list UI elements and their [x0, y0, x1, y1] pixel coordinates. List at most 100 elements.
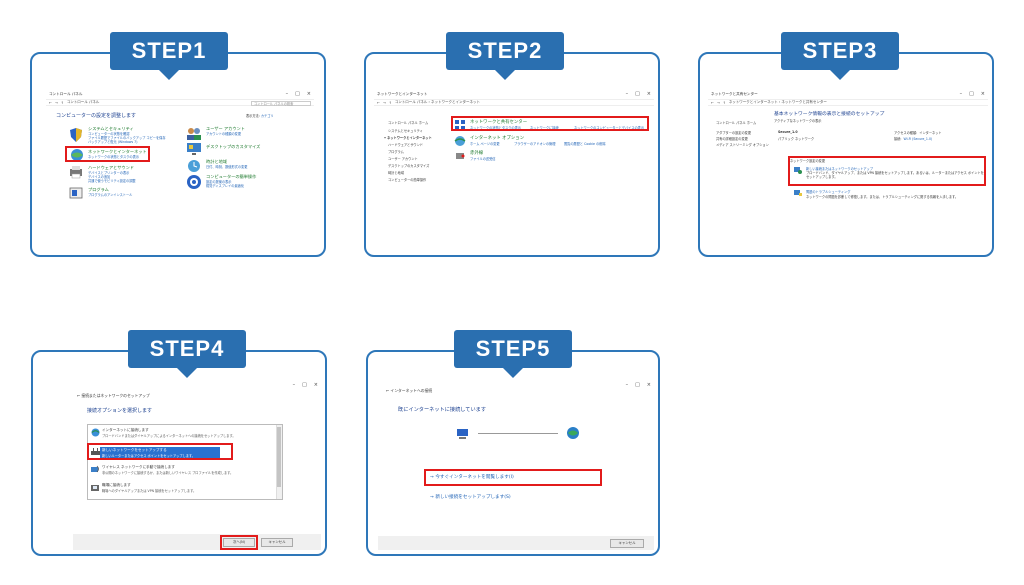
maximize-icon[interactable]: □ [295, 91, 300, 97]
category-desktop[interactable]: デスクトップのカスタマイズ [206, 144, 261, 149]
item-link[interactable]: ネットワークに接続 [530, 126, 559, 130]
window-controls[interactable]: –□ × [293, 381, 318, 389]
back-arrow-icon[interactable]: ← [711, 100, 714, 105]
address-text: コントロール パネル [66, 100, 100, 104]
minimize-icon[interactable]: – [285, 91, 289, 97]
sidebar-item[interactable]: コントロール パネル ホーム [388, 121, 429, 125]
maximize-icon[interactable]: □ [969, 91, 974, 97]
forward-arrow-icon[interactable]: → [54, 100, 58, 105]
back-arrow-icon[interactable]: ← [49, 100, 52, 105]
category-link[interactable]: デバイスの追加 [88, 175, 111, 179]
cancel-button[interactable]: キャンセル [610, 539, 644, 548]
sidebar-item[interactable]: デスクトップのカスタマイズ [388, 164, 430, 168]
address-bar[interactable]: ←→↑ コントロール パネル › ネットワークとインターネット [374, 99, 654, 106]
new-connection-link[interactable]: → 新しい接続をセットアップします(S) [430, 495, 511, 500]
category-link[interactable]: デバイスとプリンターの表示 [88, 171, 130, 175]
back-arrow-icon[interactable]: ← [77, 393, 81, 398]
internet-globe-icon [567, 427, 579, 439]
sidebar-item[interactable]: ハードウェアとサウンド [388, 143, 423, 147]
maximize-icon[interactable]: □ [635, 91, 640, 97]
step2-card: ネットワークとインターネット –□× ←→↑ コントロール パネル › ネットワ… [364, 52, 660, 257]
sidebar-item[interactable]: ユーザー アカウント [388, 157, 418, 161]
option-wireless-manual[interactable]: ワイヤレス ネットワークに手動で接続します [102, 465, 175, 469]
option-new-network-selected[interactable] [100, 447, 220, 458]
category-programs[interactable]: プログラム [88, 187, 109, 192]
category-link[interactable]: 日付、時刻、数値形式の変更 [206, 165, 248, 169]
browse-internet-link[interactable]: → 今すぐインターネットを閲覧します(I) [430, 475, 514, 480]
wizard-title-row: ← インターネットへの接続 [386, 388, 432, 394]
sidebar-item[interactable]: システムとセキュリティ [388, 129, 423, 133]
cancel-button[interactable]: キャンセル [261, 538, 293, 547]
category-clock[interactable]: 時計と地域 [206, 159, 227, 164]
maximize-icon[interactable]: □ [635, 382, 640, 388]
item-link[interactable]: ネットワークの状態とタスクの表示 [470, 126, 521, 130]
category-link[interactable]: コンピューターの状態を確認 [88, 132, 130, 136]
item-link[interactable]: ホーム ページの変更 [470, 142, 500, 146]
scrollbar-thumb[interactable] [277, 427, 281, 487]
minimize-icon[interactable]: – [959, 91, 963, 97]
sidebar-item[interactable]: コントロール パネル ホーム [716, 121, 757, 125]
category-network[interactable]: ネットワークとインターネット [88, 149, 147, 154]
category-link[interactable]: 共通で使うモビリティ設定の調整 [88, 179, 136, 183]
minimize-icon[interactable]: – [625, 382, 629, 388]
connection-options-list[interactable]: インターネットに接続します ブロードバンドまたはダイヤルアップによるインターネッ… [87, 424, 283, 500]
sidebar-item[interactable]: 時計と地域 [388, 171, 404, 175]
window-controls[interactable]: –□ × [626, 90, 651, 98]
sidebar-item-active[interactable]: • ネットワークとインターネット [384, 136, 432, 140]
category-ease[interactable]: コンピューターの簡単操作 [206, 174, 257, 179]
option-workplace[interactable]: 職場に接続します [102, 483, 131, 487]
back-arrow-icon[interactable]: ← [386, 388, 390, 393]
close-icon[interactable]: × [980, 91, 985, 97]
item-infrared[interactable]: 赤外線 [470, 151, 484, 156]
window-controls[interactable]: –□ × [626, 381, 651, 389]
category-users[interactable]: ユーザー アカウント [206, 126, 245, 131]
forward-arrow-icon[interactable]: → [382, 100, 386, 105]
highlight-next-button [220, 535, 258, 550]
option-new-network[interactable]: 新しいネットワークをセットアップする [102, 448, 167, 452]
address-bar[interactable]: ←→↑ ネットワークとインターネット › ネットワークと共有センター [708, 99, 988, 106]
item-internet-options[interactable]: インターネット オプション [470, 136, 525, 141]
category-link[interactable]: 設定の提案の表示 [206, 180, 232, 184]
sidebar-item[interactable]: アダプターの設定の変更 [716, 131, 752, 135]
router-icon [91, 448, 100, 455]
minimize-icon[interactable]: – [625, 91, 629, 97]
category-system[interactable]: システムとセキュリティ [88, 126, 134, 131]
close-icon[interactable]: × [313, 382, 318, 388]
category-hardware[interactable]: ハードウェアとサウンド [88, 165, 134, 170]
forward-arrow-icon[interactable]: → [716, 100, 720, 105]
item-link[interactable]: ネットワークのコンピューターとデバイスの表示 [574, 126, 645, 130]
next-button[interactable]: 次へ(N) [223, 538, 255, 547]
view-mode[interactable]: 表示方法: カテゴリ [246, 114, 274, 118]
window-controls[interactable]: –□ × [960, 90, 985, 98]
item-network-share-center[interactable]: ネットワークと共有センター [470, 120, 528, 125]
item-link[interactable]: ブラウザーのアドオンの管理 [514, 142, 556, 146]
category-link[interactable]: 視覚ディスプレイの最適化 [206, 184, 245, 188]
sidebar-item[interactable]: コンピューターの簡単操作 [388, 178, 427, 182]
sidebar-item[interactable]: プログラム [388, 150, 404, 154]
category-link[interactable]: アカウントの種類の変更 [206, 132, 242, 136]
category-link[interactable]: バックアップと復元 (Windows 7) [88, 140, 138, 144]
troubleshoot-link[interactable]: 問題のトラブルシューティング [806, 190, 851, 194]
close-icon[interactable]: × [306, 91, 311, 97]
minimize-icon[interactable]: – [292, 382, 296, 388]
item-link[interactable]: 閲覧の履歴と Cookie の削除 [564, 142, 606, 146]
setup-new-connection-link[interactable]: 新しい接続またはネットワークのセットアップ [806, 167, 873, 171]
back-arrow-icon[interactable]: ← [377, 100, 380, 105]
item-link[interactable]: ファイルの送受信 [470, 157, 496, 161]
maximize-icon[interactable]: □ [302, 382, 307, 388]
category-link[interactable]: プログラムのアンインストール [88, 193, 133, 197]
category-link[interactable]: ネットワークの状態とタスクの表示 [88, 155, 139, 159]
window-controls[interactable]: –□ × [286, 90, 311, 98]
address-bar[interactable]: ←→↑ コントロール パネル コントロール パネルの検索 [46, 99, 314, 106]
search-input[interactable]: コントロール パネルの検索 [251, 101, 311, 106]
up-arrow-icon[interactable]: ↑ [722, 100, 726, 105]
sidebar-item[interactable]: メディア ストリーミング オプション [716, 143, 769, 147]
sidebar-item[interactable]: 共有の詳細設定の変更 [716, 137, 748, 141]
up-arrow-icon[interactable]: ↑ [60, 100, 64, 105]
option-connect-internet[interactable]: インターネットに接続します [102, 428, 149, 432]
list-scrollbar[interactable] [276, 425, 282, 499]
up-arrow-icon[interactable]: ↑ [388, 100, 392, 105]
close-icon[interactable]: × [646, 91, 651, 97]
category-link[interactable]: ファイル履歴でファイルのバックアップ コピーを保存 [88, 136, 166, 140]
close-icon[interactable]: × [646, 382, 651, 388]
